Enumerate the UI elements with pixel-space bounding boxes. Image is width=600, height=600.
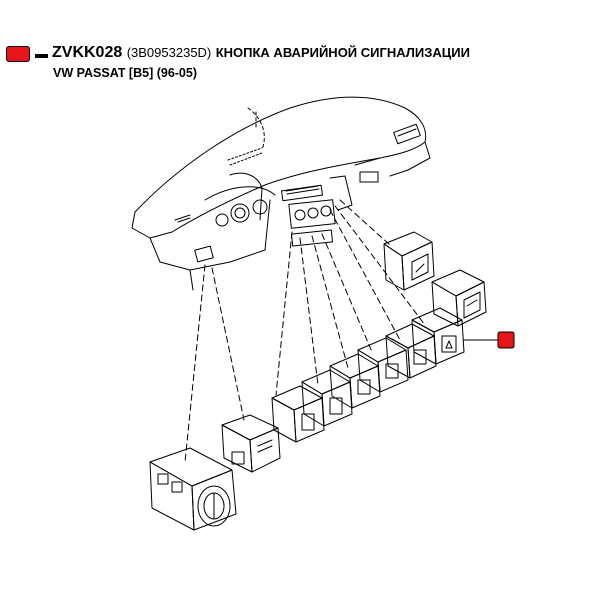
vehicle-model: VW PASSAT [B5] (96-05) — [53, 66, 198, 80]
upper-switch-b — [432, 270, 486, 326]
leader-lines — [185, 200, 425, 462]
relay-unit — [222, 415, 280, 472]
dashboard-outline — [132, 97, 430, 290]
headlight-switch — [150, 448, 236, 530]
upper-switch-a — [384, 232, 434, 290]
dash-icon — [35, 54, 48, 58]
part-number: (3B0953235D) — [126, 45, 212, 60]
title-line: ZVKK028 (3B0953235D) КНОПКА АВАРИЙНОЙ СИ… — [52, 44, 470, 62]
part-code: ZVKK028 — [52, 44, 123, 61]
switch-row — [272, 308, 464, 442]
part-description: КНОПКА АВАРИЙНОЙ СИГНАЛИЗАЦИИ — [215, 45, 470, 60]
air-vents — [175, 124, 420, 262]
hazard-marker-icon — [498, 332, 514, 348]
red-marker-icon — [6, 46, 30, 62]
center-console — [289, 172, 378, 246]
instrument-cluster — [205, 187, 275, 226]
